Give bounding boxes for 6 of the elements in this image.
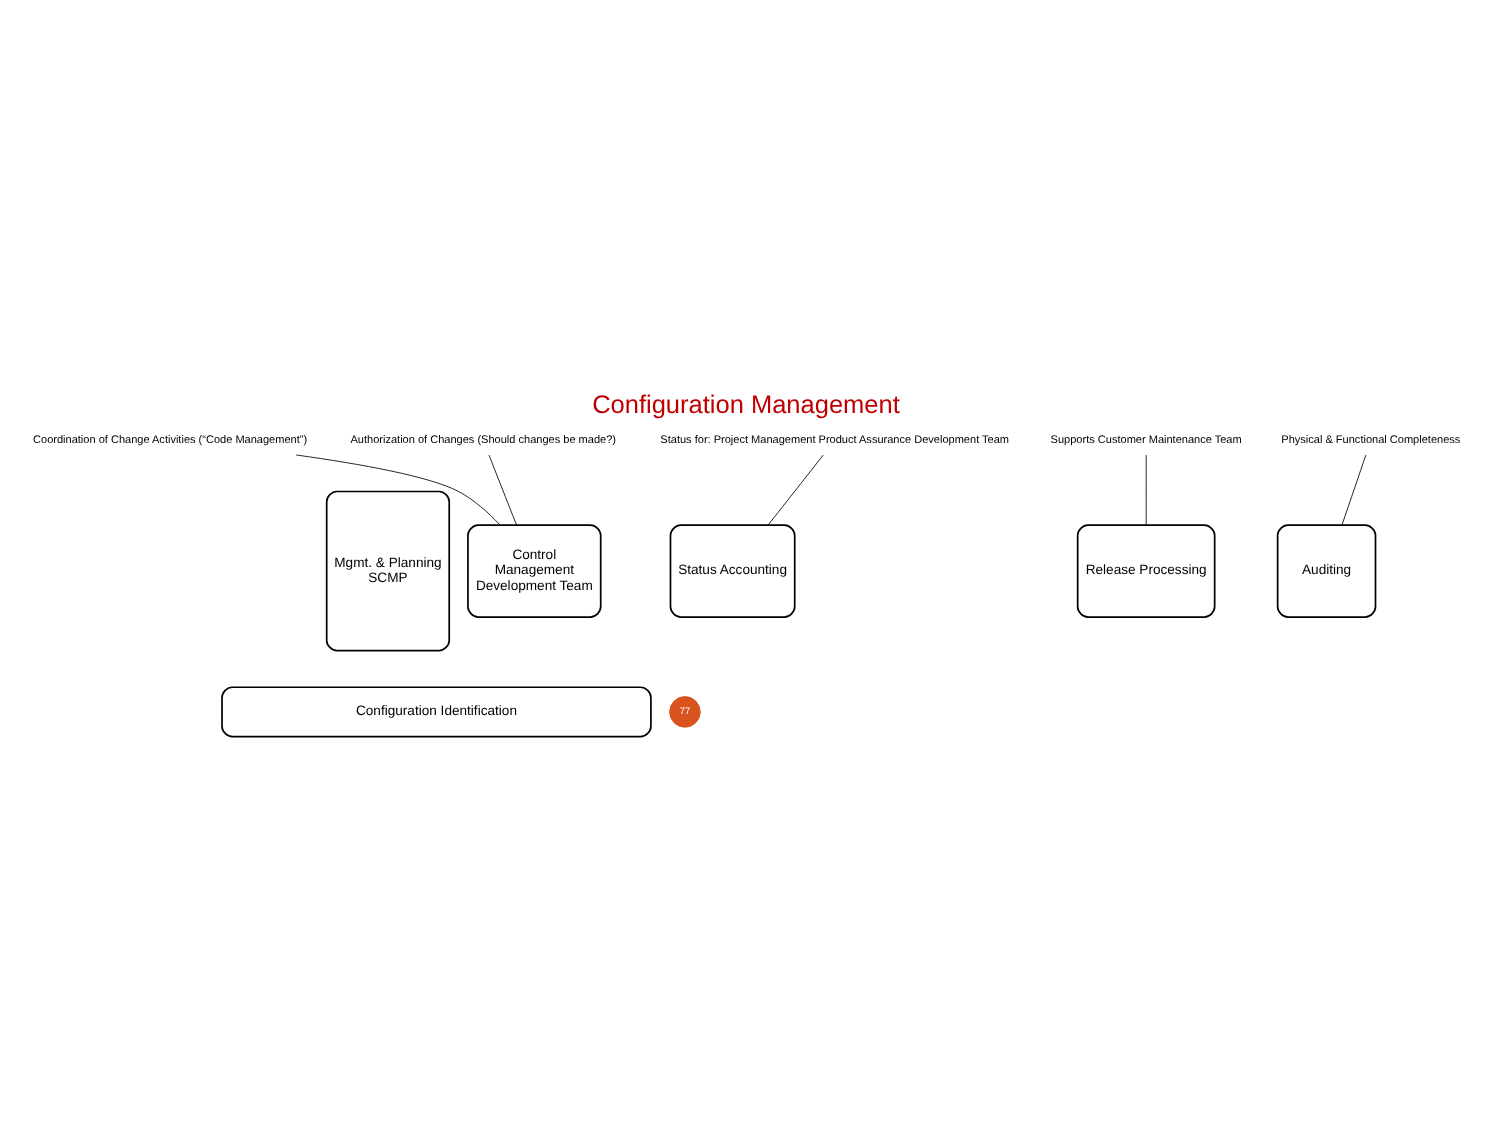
connector bbox=[295, 454, 501, 526]
diagram-title: Configuration Management bbox=[592, 389, 900, 420]
connector bbox=[767, 454, 824, 526]
connector bbox=[488, 454, 517, 526]
connector bbox=[1341, 454, 1367, 526]
connector bbox=[1145, 454, 1147, 526]
